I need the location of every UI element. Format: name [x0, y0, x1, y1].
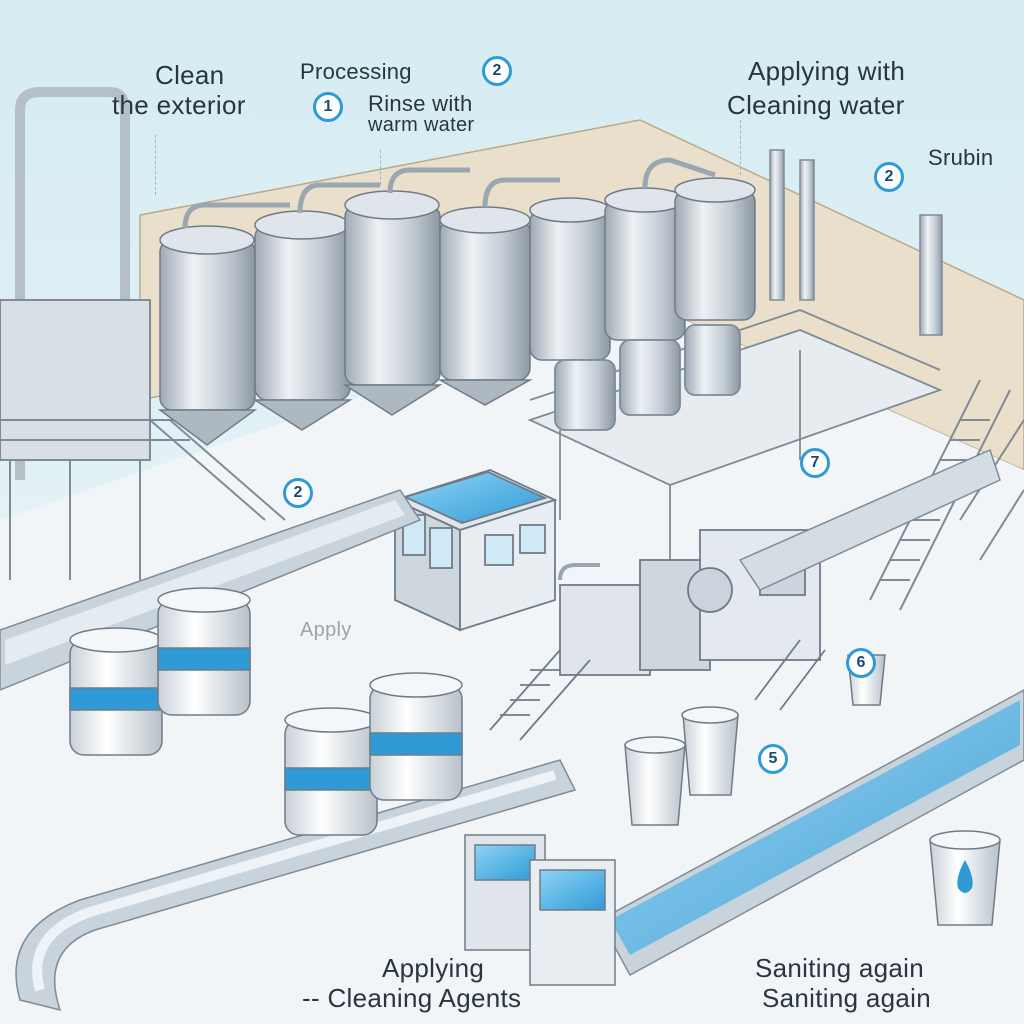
label-apply: Apply: [300, 619, 352, 641]
storage-tanks: [157, 157, 756, 446]
chemical-drums: [69, 587, 463, 836]
washer-units: [464, 834, 616, 986]
label-applying-water: Applying with: [748, 56, 906, 86]
tank-6: [604, 187, 686, 341]
badge-bottom-right: 5: [758, 744, 788, 774]
left-tower: [0, 87, 286, 580]
tank-3: [342, 190, 443, 416]
tank-1: [157, 225, 258, 446]
badge-left-mid: 2: [283, 478, 313, 508]
label-clean-line-1: Clean: [155, 60, 225, 90]
tank-4: [437, 206, 533, 406]
label-sanitizing-2: Saniting again: [762, 983, 931, 1013]
badge-rinse: 1: [313, 92, 343, 122]
label-sanitizing-line-2: Saniting again: [762, 983, 931, 1013]
cleaning-cabinet: [392, 469, 558, 632]
label-applying-water-line-1: Applying with: [748, 56, 906, 86]
leader-applying: [740, 120, 741, 175]
tank-7: [674, 177, 756, 321]
tank-2: [252, 210, 353, 431]
conveyor-upper-right: [738, 448, 1001, 591]
badge-scrubbing: 2: [874, 162, 904, 192]
label-sanitizing-line-1: Saniting again: [755, 953, 924, 983]
water-drop-icon: [957, 860, 973, 893]
label-applying-water-line-2: Cleaning water: [727, 90, 905, 120]
label-rinse: Rinse with warm water: [368, 92, 474, 136]
chimneys: [769, 149, 943, 336]
leader-rinse: [380, 150, 381, 185]
badge-middle: 7: [800, 448, 830, 478]
drum-4: [369, 672, 463, 801]
drum-2: [157, 587, 251, 716]
processing-platform: [527, 309, 943, 560]
label-rinse-line-2: warm water: [368, 114, 475, 137]
drum-3: [284, 707, 378, 836]
conveyor-lower: [15, 759, 577, 1012]
label-clean-exterior-2: the exterior: [112, 90, 246, 120]
drum-1: [69, 627, 163, 756]
label-applying-agents: Applying: [382, 953, 485, 983]
buckets: [624, 654, 1001, 926]
leader-clean: [155, 135, 156, 195]
label-applying-agents-2: -- Cleaning Agents: [302, 983, 522, 1013]
badge-right-mid: 6: [846, 648, 876, 678]
conveyor-right: [598, 689, 1024, 977]
badge-processing: 2: [482, 56, 512, 86]
tank-5: [529, 197, 611, 361]
label-applying-agents-line-2: -- Cleaning Agents: [302, 983, 522, 1013]
label-clean-exterior: Clean: [155, 60, 225, 90]
label-rinse-line-1: Rinse with: [368, 91, 473, 116]
label-applying-agents-line-1: Applying: [382, 953, 485, 983]
label-sanitizing: Saniting again: [755, 953, 924, 983]
label-processing: Processing: [300, 59, 412, 84]
label-applying-water-2: Cleaning water: [727, 90, 905, 120]
label-clean-line-2: the exterior: [112, 90, 246, 120]
label-scrubbing: Srubin: [928, 145, 994, 170]
